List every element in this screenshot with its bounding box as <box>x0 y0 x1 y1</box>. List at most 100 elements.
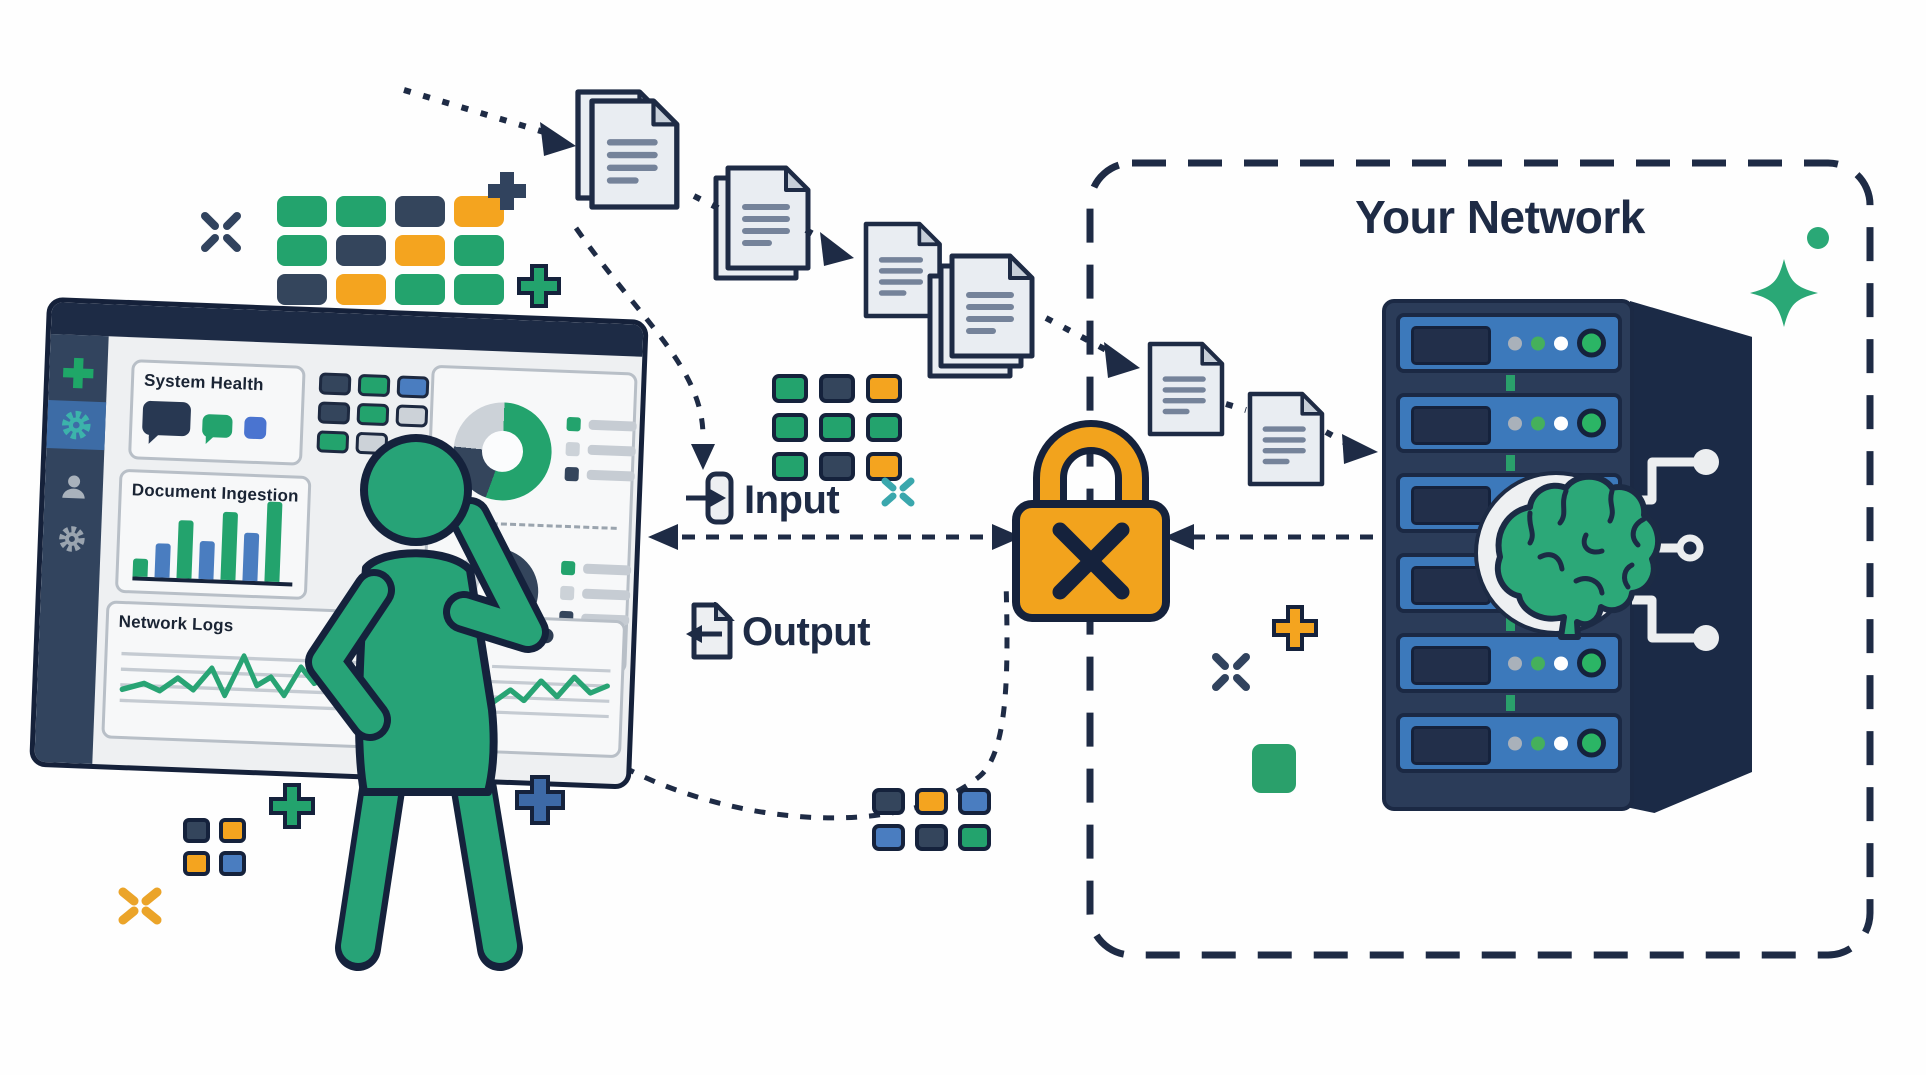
server-led <box>1508 336 1522 350</box>
server-connector <box>1506 615 1515 631</box>
thinking-person <box>305 434 549 971</box>
server-led <box>1531 736 1545 750</box>
output-icon <box>686 602 735 660</box>
grid-cell <box>183 818 210 843</box>
grid-cell <box>866 413 902 442</box>
deco-grid-bottom-middle <box>872 788 991 860</box>
server-connector <box>1506 375 1515 391</box>
grid-cell <box>454 274 504 305</box>
legend-row <box>559 585 631 603</box>
deco-grid-bottom-left <box>183 818 246 884</box>
circuit-traces <box>1474 449 1719 651</box>
grid-cell <box>277 274 327 305</box>
server-unit <box>1396 393 1622 453</box>
output-label: Output <box>742 610 871 654</box>
server-led <box>1531 656 1545 670</box>
server-led <box>1531 416 1545 430</box>
chat-square-icon <box>243 416 267 440</box>
gear-icon <box>59 526 85 552</box>
input-label: Input <box>744 478 840 522</box>
chat-bubble-icon <box>141 400 192 437</box>
grid-cell <box>277 235 327 266</box>
bar <box>176 520 194 579</box>
grid-cell <box>866 452 902 481</box>
brain-icon <box>1474 471 1662 640</box>
grid-cell <box>396 375 430 399</box>
network-title: Your Network <box>1355 191 1645 243</box>
sidebar-item-add[interactable] <box>49 352 108 394</box>
legend-row <box>566 416 637 434</box>
mini-line-chart <box>490 664 611 719</box>
bar <box>220 511 239 581</box>
document-icon <box>1250 394 1322 484</box>
gear-icon <box>62 410 91 440</box>
server-led <box>1554 416 1568 430</box>
bar <box>242 532 260 582</box>
grid-cell <box>819 413 855 442</box>
server-led <box>1531 336 1545 350</box>
grid-cell <box>318 372 352 396</box>
grid-cell <box>958 824 991 851</box>
donut-legend <box>564 416 637 484</box>
grid-cell <box>357 373 391 398</box>
mini-status-panel <box>472 614 627 759</box>
server-led <box>1577 408 1606 438</box>
server-screen <box>1411 726 1491 765</box>
grid-cell <box>277 196 327 227</box>
flow-arrows <box>403 87 1382 821</box>
grid-cell <box>819 374 855 403</box>
server-led <box>1554 656 1568 670</box>
panel-title: System Health <box>143 370 265 395</box>
plus-icon <box>62 357 94 389</box>
server-rack <box>1380 295 1780 825</box>
sidebar-item-gear[interactable] <box>42 520 101 558</box>
server-unit <box>1396 313 1622 373</box>
deco-grid-middle <box>772 374 902 491</box>
grid-cell <box>866 374 902 403</box>
server-connector <box>1506 455 1515 471</box>
legend-row <box>564 466 635 484</box>
bar <box>198 540 215 580</box>
grid-cell <box>219 818 246 843</box>
grid-cell <box>958 788 991 815</box>
server-led <box>1554 336 1568 350</box>
grid-cell <box>915 824 948 851</box>
ingestion-bar-chart <box>132 492 296 587</box>
server-led <box>1554 736 1568 750</box>
document-stack-icon <box>930 256 1032 376</box>
user-icon <box>62 475 85 499</box>
server-led <box>1577 728 1606 758</box>
server-unit <box>1396 633 1622 693</box>
grid-cell <box>872 824 905 851</box>
bar <box>154 543 171 578</box>
arrowheads <box>540 122 1378 770</box>
blocked-lock-icon <box>1012 420 1170 622</box>
server-led <box>1508 656 1522 670</box>
input-icon <box>686 471 734 525</box>
dashboard-sidebar <box>34 334 109 764</box>
server-led <box>1508 736 1522 750</box>
grid-cell <box>772 374 808 403</box>
deco-grid-top-left <box>277 196 504 313</box>
server-connector <box>1506 695 1515 711</box>
chat-bubble-icon <box>201 413 233 439</box>
server-screen <box>1411 406 1491 445</box>
grid-cell <box>819 452 855 481</box>
server-unit <box>1396 713 1622 773</box>
server-led <box>1577 648 1606 678</box>
grid-cell <box>336 274 386 305</box>
sidebar-item-settings-selected[interactable] <box>46 399 107 451</box>
server-screen <box>1411 326 1491 365</box>
legend-row <box>565 441 636 459</box>
grid-cell <box>183 851 210 876</box>
server-screen <box>1411 486 1491 525</box>
grid-cell <box>395 196 445 227</box>
grid-cell <box>454 196 504 227</box>
document-stack-icon <box>716 168 808 278</box>
server-led <box>1577 328 1606 358</box>
sidebar-item-user[interactable] <box>44 468 103 506</box>
legend-row <box>560 560 632 578</box>
grid-cell <box>872 788 905 815</box>
grid-cell <box>395 274 445 305</box>
